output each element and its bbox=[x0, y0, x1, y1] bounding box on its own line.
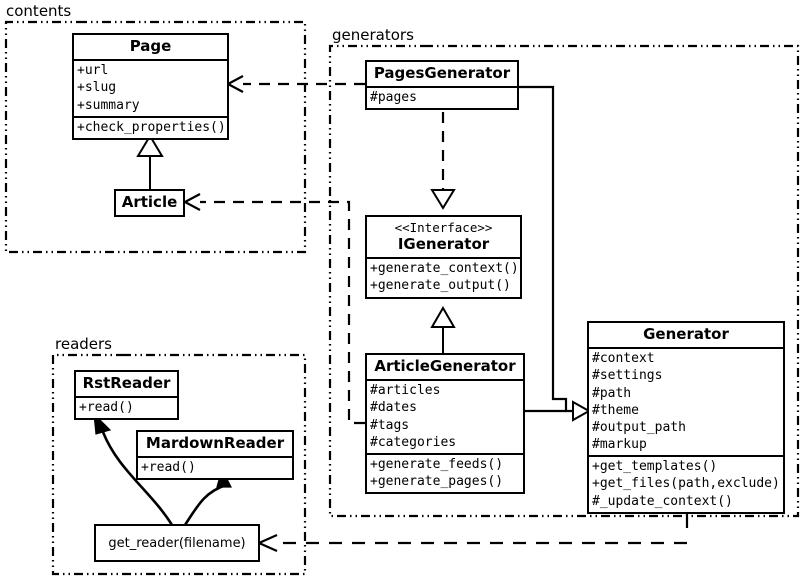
class-igenerator-label: IGenerator bbox=[397, 235, 490, 253]
method: +generate_pages() bbox=[370, 474, 504, 490]
attribute: #categories bbox=[370, 434, 457, 450]
attribute: #articles bbox=[370, 383, 441, 399]
method: +generate_context() bbox=[370, 261, 519, 277]
class-rstreader[interactable]: RstReader +read() bbox=[74, 370, 179, 421]
class-pagesgenerator[interactable]: PagesGenerator #pages bbox=[365, 60, 519, 111]
class-mardownreader-methods: +read() bbox=[138, 456, 292, 478]
generalization-article-to-page bbox=[136, 134, 164, 189]
attribute: +url bbox=[77, 63, 109, 79]
function-box-get-reader[interactable]: get_reader(filename) bbox=[94, 524, 260, 562]
method: +check_properties() bbox=[77, 119, 226, 135]
attribute: +summary bbox=[77, 97, 140, 113]
class-generator-attributes: #context #settings #path #theme #output_… bbox=[589, 347, 783, 455]
generalization-pagesgenerator-to-generator bbox=[519, 85, 592, 422]
attribute: #settings bbox=[592, 368, 663, 384]
method: +read() bbox=[141, 460, 196, 476]
attribute: #theme bbox=[592, 402, 639, 418]
method: #_update_context() bbox=[592, 493, 733, 509]
attribute: #tags bbox=[370, 417, 410, 433]
class-mardownreader[interactable]: MardownReader +read() bbox=[136, 430, 294, 481]
class-pagesgenerator-name: PagesGenerator bbox=[373, 64, 511, 82]
method: +generate_output() bbox=[370, 278, 511, 294]
class-igenerator[interactable]: <<Interface>> IGenerator +generate_conte… bbox=[365, 215, 522, 299]
method: +generate_feeds() bbox=[370, 456, 504, 472]
class-page-attributes: +url +slug +summary bbox=[74, 59, 227, 115]
class-rstreader-name: RstReader bbox=[82, 374, 171, 392]
attribute: #markup bbox=[592, 437, 647, 453]
class-articlegenerator-name: ArticleGenerator bbox=[374, 357, 516, 375]
package-label-generators: generators bbox=[332, 26, 414, 44]
class-generator[interactable]: Generator #context #settings #path #them… bbox=[587, 321, 785, 514]
class-mardownreader-name: MardownReader bbox=[145, 434, 285, 452]
method: +get_templates() bbox=[592, 459, 718, 475]
function-box-get-reader-label: get_reader(filename) bbox=[108, 535, 246, 551]
class-article-name: Article bbox=[121, 193, 178, 211]
attribute: #dates bbox=[370, 400, 417, 416]
attribute: #output_path bbox=[592, 419, 686, 435]
dependency-pagesgenerator-to-page bbox=[225, 75, 365, 93]
dependency-articlegenerator-to-article bbox=[182, 193, 365, 425]
package-boundary-readers bbox=[51, 353, 307, 576]
package-boundary-contents bbox=[4, 20, 307, 254]
class-pagesgenerator-attributes: #pages bbox=[367, 86, 517, 108]
class-igenerator-name: <<Interface>> IGenerator bbox=[367, 217, 520, 257]
class-page-name: Page bbox=[129, 37, 172, 55]
class-articlegenerator[interactable]: ArticleGenerator #articles #dates #tags … bbox=[365, 353, 525, 495]
class-page-methods: +check_properties() bbox=[74, 115, 227, 138]
class-igenerator-methods: +generate_context() +generate_output() bbox=[367, 257, 520, 296]
class-rstreader-methods: +read() bbox=[76, 396, 177, 418]
realization-pagesgenerator-to-igenerator bbox=[430, 112, 456, 210]
class-articlegenerator-attributes: #articles #dates #tags #categories bbox=[367, 379, 523, 453]
attribute: +slug bbox=[77, 80, 117, 96]
package-label-readers: readers bbox=[55, 335, 112, 353]
class-igenerator-stereotype: <<Interface>> bbox=[394, 220, 493, 235]
class-generator-name: Generator bbox=[643, 325, 729, 343]
package-label-contents: contents bbox=[6, 2, 72, 20]
class-article[interactable]: Article bbox=[114, 189, 185, 218]
class-generator-methods: +get_templates() +get_files(path,exclude… bbox=[589, 455, 783, 511]
class-page[interactable]: Page +url +slug +summary +check_properti… bbox=[72, 33, 229, 140]
class-articlegenerator-methods: +generate_feeds() +generate_pages() bbox=[367, 452, 523, 492]
attribute: #context bbox=[592, 351, 655, 367]
attribute: #path bbox=[592, 385, 632, 401]
method: +get_files(path,exclude) bbox=[592, 476, 780, 492]
method: +read() bbox=[79, 400, 134, 416]
generalization-articlegenerator-to-igenerator bbox=[430, 306, 456, 353]
attribute: #pages bbox=[370, 90, 417, 106]
